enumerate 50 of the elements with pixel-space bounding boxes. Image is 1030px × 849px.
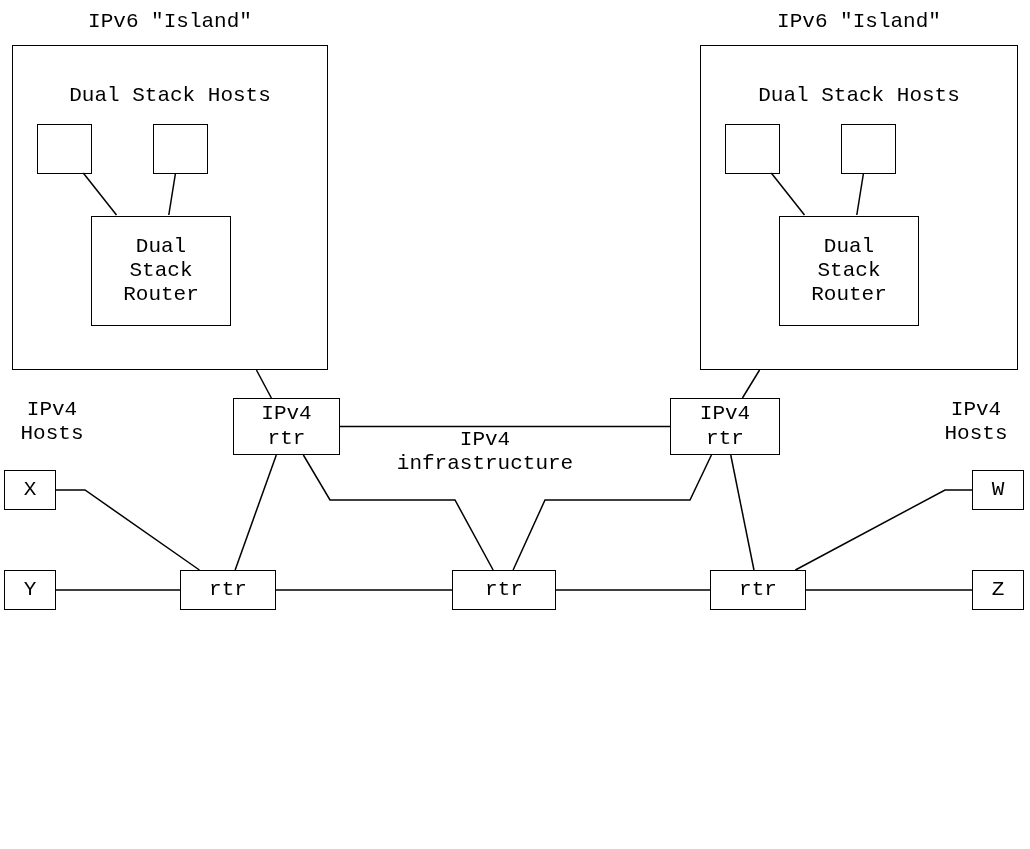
node-label: rtr (739, 577, 777, 603)
host-box (725, 124, 780, 174)
router-box (91, 216, 231, 326)
connector-line (555, 589, 711, 591)
node-label: Dual Stack Router (122, 234, 200, 308)
router-box (452, 570, 556, 610)
router-box (670, 398, 780, 455)
node-label: IPv4 rtr (260, 402, 313, 451)
host-box (37, 124, 92, 174)
router-box (710, 570, 806, 610)
connector-line (255, 369, 273, 399)
host-box (153, 124, 208, 174)
node-label: rtr (209, 577, 247, 603)
group-label: IPv4 infrastructure (395, 428, 575, 477)
group-label: IPv4 Hosts (943, 398, 1009, 447)
connector-line (805, 589, 973, 591)
node-label: X (23, 477, 37, 503)
router-box (233, 398, 340, 455)
node-label: Z (991, 577, 1005, 603)
host-box (972, 470, 1024, 510)
connector-line (82, 172, 118, 216)
connector-line (339, 425, 671, 428)
connector-line (234, 454, 278, 571)
group-heading: Dual Stack Hosts (757, 84, 961, 109)
connector-line (856, 172, 865, 216)
island-heading: IPv6 "Island" (776, 10, 942, 35)
group-heading: Dual Stack Hosts (68, 84, 272, 109)
host-box (972, 570, 1024, 610)
connector-line (741, 369, 761, 399)
node-label: Dual Stack Router (810, 234, 888, 308)
connector-line (275, 589, 453, 591)
connector-line (302, 454, 494, 571)
connector-line (512, 454, 713, 571)
node-label: rtr (485, 577, 523, 603)
connector-line (730, 454, 755, 571)
node-label: IPv4 rtr (698, 402, 752, 451)
island-heading: IPv6 "Island" (87, 10, 253, 35)
connector-line (168, 172, 177, 216)
group-label: IPv4 Hosts (19, 398, 85, 447)
connector-line (770, 172, 806, 216)
host-box (841, 124, 896, 174)
host-box (4, 470, 56, 510)
node-label: W (991, 477, 1005, 503)
connector-line (55, 489, 201, 571)
connector-line (55, 589, 181, 591)
connector-line (794, 489, 973, 571)
router-box (779, 216, 919, 326)
host-box (4, 570, 56, 610)
router-box (180, 570, 276, 610)
node-label: Y (23, 577, 37, 603)
